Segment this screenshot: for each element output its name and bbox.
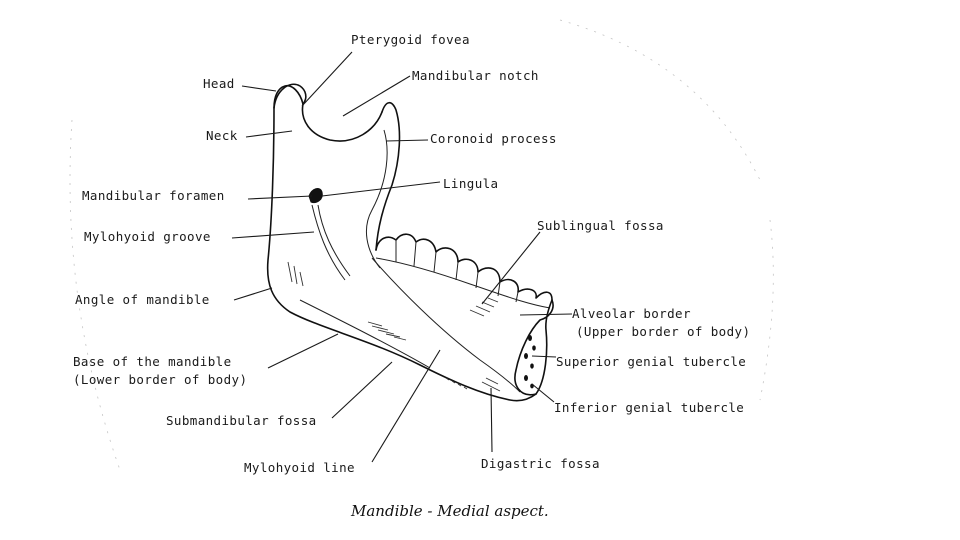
label-alveolar-border: Alveolar border [572,306,691,321]
teeth-roots [396,240,518,302]
teeth-row [376,234,552,300]
label-angle-of-mandible: Angle of mandible [75,292,210,307]
teeth-gumline [376,258,550,308]
condyle-head [274,84,306,108]
mylohyoid-ridge [372,258,520,392]
label-coronoid-process: Coronoid process [430,131,557,146]
fossa-hatching [288,262,500,391]
label-mylohyoid-groove: Mylohyoid groove [84,229,211,244]
label-mylohyoid-line: Mylohyoid line [244,460,355,475]
label-neck: Neck [206,128,238,143]
label-submandibular-fossa: Submandibular fossa [166,413,317,428]
mylohyoid-groove-line [312,205,345,280]
mandibular-notch-curve [302,104,382,141]
label-base-of-mandible: Base of the mandible [73,354,232,369]
body-inner-lower [300,300,430,368]
label-pterygoid-fovea: Pterygoid fovea [351,32,470,47]
label-digastric-fossa: Digastric fossa [481,456,600,471]
label-inferior-genial-tubercle: Inferior genial tubercle [554,400,744,415]
label-mandibular-foramen: Mandibular foramen [82,188,225,203]
label-head: Head [203,76,235,91]
label-sublingual-fossa: Sublingual fossa [537,218,664,233]
label-mandibular-notch: Mandibular notch [412,68,539,83]
coronoid-process-shape [376,103,399,250]
label-base-of-mandible-note: (Lower border of body) [73,372,247,387]
label-lingula: Lingula [443,176,498,191]
figure-caption: Mandible - Medial aspect. [350,502,549,520]
label-alveolar-border-note: (Upper border of body) [576,324,750,339]
label-superior-genial-tubercle: Superior genial tubercle [556,354,746,369]
